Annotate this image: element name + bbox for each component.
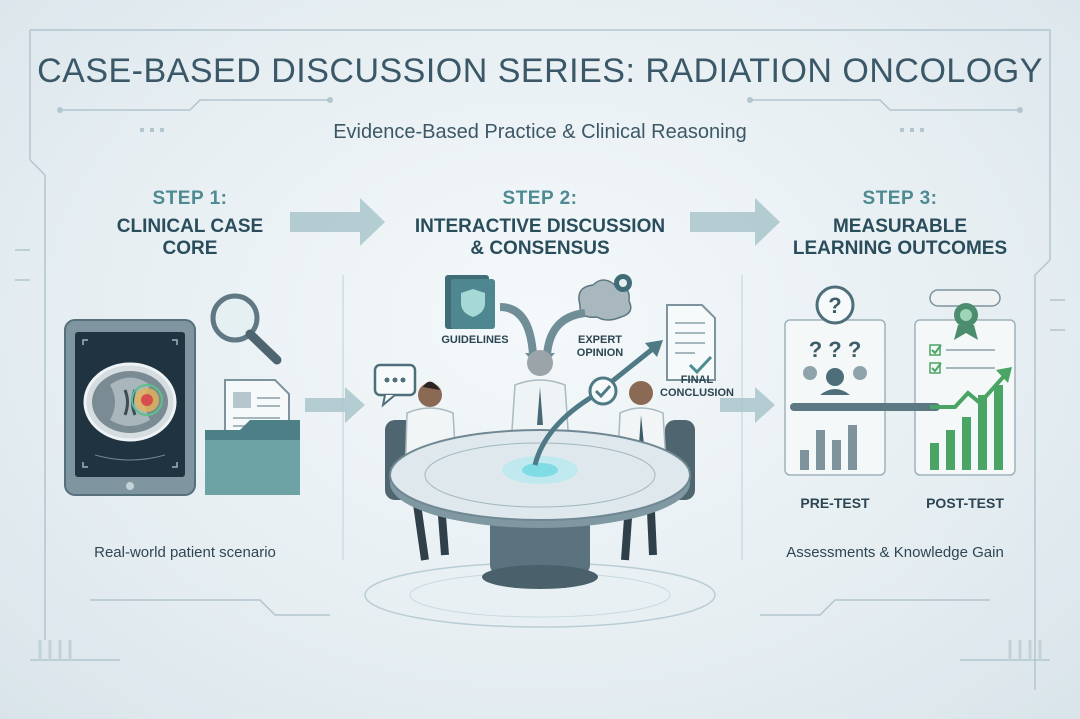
expert-opinion-line2: OPINION [576, 347, 624, 359]
pre-test-label: PRE-TEST [800, 495, 870, 511]
step-3-title-line1: MEASURABLE [832, 216, 968, 237]
final-conclusion-line1: FINAL [680, 374, 714, 386]
svg-text:?: ? [828, 293, 841, 318]
final-conclusion-label: FINAL CONCLUSION [652, 374, 742, 400]
speech-bubble-icon [373, 363, 417, 408]
step-3-header: STEP 3: MEASURABLE LEARNING OUTCOMES [780, 188, 1020, 260]
step-3-number: STEP 3: [862, 188, 938, 209]
final-conclusion-line2: CONCLUSION [660, 387, 734, 399]
step-1-title-line1: CLINICAL CASE [116, 216, 264, 237]
expert-opinion-line1: EXPERT [577, 334, 622, 346]
pre-test-card: ? ? ? ? [784, 285, 886, 476]
step-1-caption: Real-world patient scenario [94, 544, 276, 561]
diploma-ribbon-icon [929, 289, 1001, 340]
step-2-title-line1: INTERACTIVE DISCUSSION [414, 216, 666, 237]
step-1-title-line2: CORE [162, 238, 218, 259]
folder-icon [205, 420, 300, 495]
svg-text:? ? ?: ? ? ? [809, 337, 862, 362]
step-1-header: STEP 1: CLINICAL CASE CORE [80, 188, 300, 260]
magnifier-icon [210, 293, 282, 365]
post-test-label: POST-TEST [926, 495, 1004, 511]
step-2-number: STEP 2: [502, 188, 578, 209]
question-bubble-icon: ? [815, 285, 855, 325]
expert-opinion-label: EXPERT OPINION [560, 334, 640, 360]
page-subtitle: Evidence-Based Practice & Clinical Reaso… [333, 121, 747, 143]
checklist-document-icon [666, 304, 716, 381]
pre-test-bar-chart-icon [800, 425, 857, 470]
brain-gear-icon [578, 274, 632, 321]
step-2-illustration [364, 274, 716, 628]
step-2-header: STEP 2: INTERACTIVE DISCUSSION & CONSENS… [380, 188, 700, 260]
step-1-illustration [64, 293, 300, 496]
tablet-brain-scan-icon [64, 319, 196, 496]
step-3-caption: Assessments & Knowledge Gain [786, 544, 1004, 561]
post-test-bar-chart-icon [930, 385, 1003, 470]
step-3-title-line2: LEARNING OUTCOMES [792, 238, 1008, 259]
step-2-title-line2: & CONSENSUS [470, 238, 610, 259]
book-shield-icon [445, 275, 495, 329]
step-3-illustration: ? ? ? ? [784, 285, 1016, 476]
checkmark-icon [588, 376, 618, 406]
page-title: CASE-BASED DISCUSSION SERIES: RADIATION … [37, 52, 1043, 90]
step-1-number: STEP 1: [152, 188, 228, 209]
guidelines-label: GUIDELINES [441, 334, 509, 346]
